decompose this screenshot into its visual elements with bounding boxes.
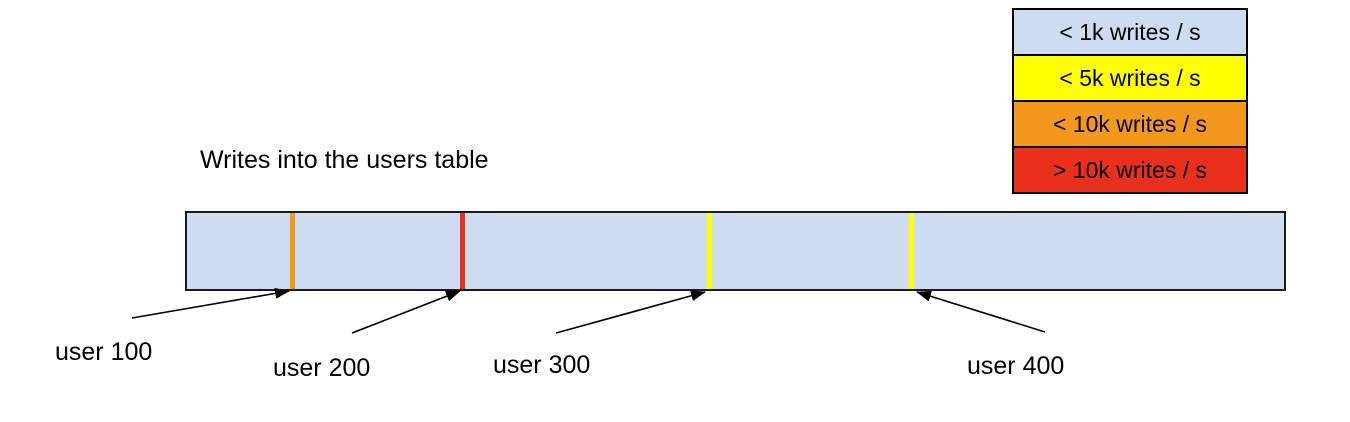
user-label: user 200 — [273, 354, 371, 382]
user-label: user 400 — [967, 352, 1065, 380]
user-label: user 100 — [55, 338, 153, 366]
legend-item: < 10k writes / s — [1014, 100, 1246, 146]
annotation-arrow — [131, 287, 290, 319]
write-rate-marker — [460, 213, 466, 289]
write-rate-marker — [290, 213, 296, 289]
diagram-title: Writes into the users table — [200, 146, 489, 174]
legend-item: < 5k writes / s — [1014, 54, 1246, 100]
annotation-arrow — [351, 290, 461, 334]
write-rate-legend: < 1k writes / s< 5k writes / s< 10k writ… — [1012, 8, 1248, 194]
legend-item: > 10k writes / s — [1014, 146, 1246, 192]
write-rate-marker — [909, 213, 915, 289]
annotation-arrow — [916, 290, 1046, 333]
write-rate-marker — [707, 213, 713, 289]
annotation-arrow — [555, 290, 706, 334]
users-table-bar — [185, 211, 1286, 291]
user-label: user 300 — [493, 351, 591, 379]
legend-item: < 1k writes / s — [1014, 10, 1246, 54]
